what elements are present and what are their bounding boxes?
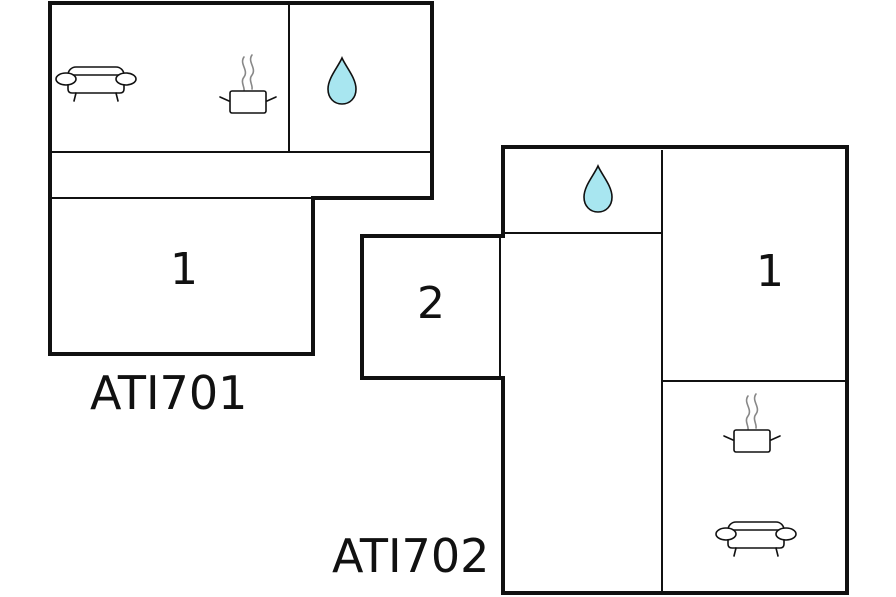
water-drop-icon: [327, 57, 357, 105]
ati701-unit-label: ATI701: [90, 366, 247, 420]
unit-ati702: 1 2 ATI702: [332, 145, 849, 595]
ati701-outer-wall: [48, 1, 434, 356]
sofa-icon: [55, 66, 137, 102]
ati701-room-1-label: 1: [170, 244, 198, 295]
ati702-room-2-label: 2: [417, 278, 445, 329]
sofa-icon: [715, 521, 797, 557]
cooking-pot-icon: [219, 54, 277, 114]
ati702-room-1-label: 1: [756, 246, 784, 297]
ati702-unit-label: ATI702: [332, 529, 489, 583]
cooking-pot-icon: [723, 393, 781, 453]
water-drop-icon: [583, 165, 613, 213]
ati702-outer-wall: [360, 145, 849, 595]
unit-ati701: 1 ATI701: [48, 1, 434, 420]
